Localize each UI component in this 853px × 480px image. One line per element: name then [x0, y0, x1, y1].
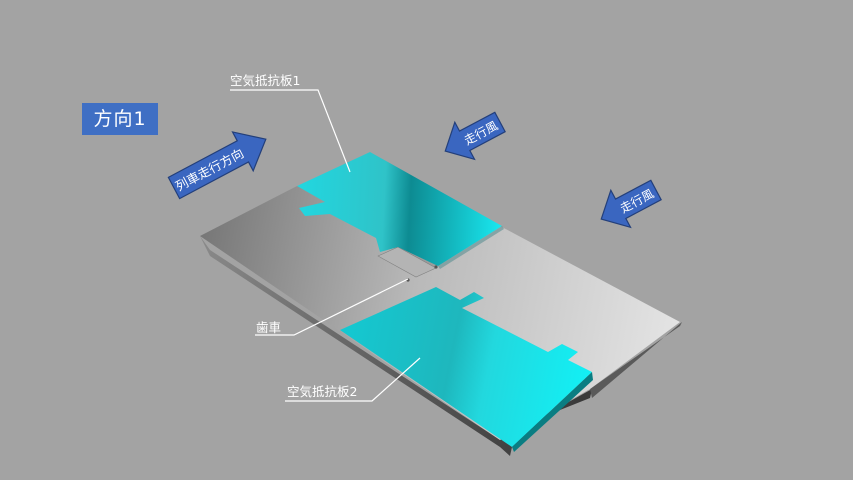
leader-line-plate-1	[230, 89, 351, 173]
air-resistance-plate-2	[340, 287, 592, 447]
air-resistance-plate-1	[297, 152, 502, 266]
label-plate-2: 空気抵抗板2	[287, 384, 358, 399]
direction-badge: 方向1	[82, 103, 158, 135]
train-direction-arrow: 列車走行方向	[167, 131, 267, 200]
wind-arrow-a: 走行風	[444, 111, 506, 161]
base-plate-right-edge	[590, 322, 682, 398]
plate-1-shadow	[438, 226, 504, 269]
wind-arrow-b: 走行風	[600, 179, 662, 229]
leader-line-gear	[255, 278, 409, 336]
label-gear: 歯車	[256, 320, 282, 335]
plate-2-edge	[512, 372, 593, 452]
leader-line-plate-2	[285, 357, 421, 402]
label-plate-1: 空気抵抗板1	[230, 73, 301, 88]
gear-pin	[434, 265, 438, 269]
